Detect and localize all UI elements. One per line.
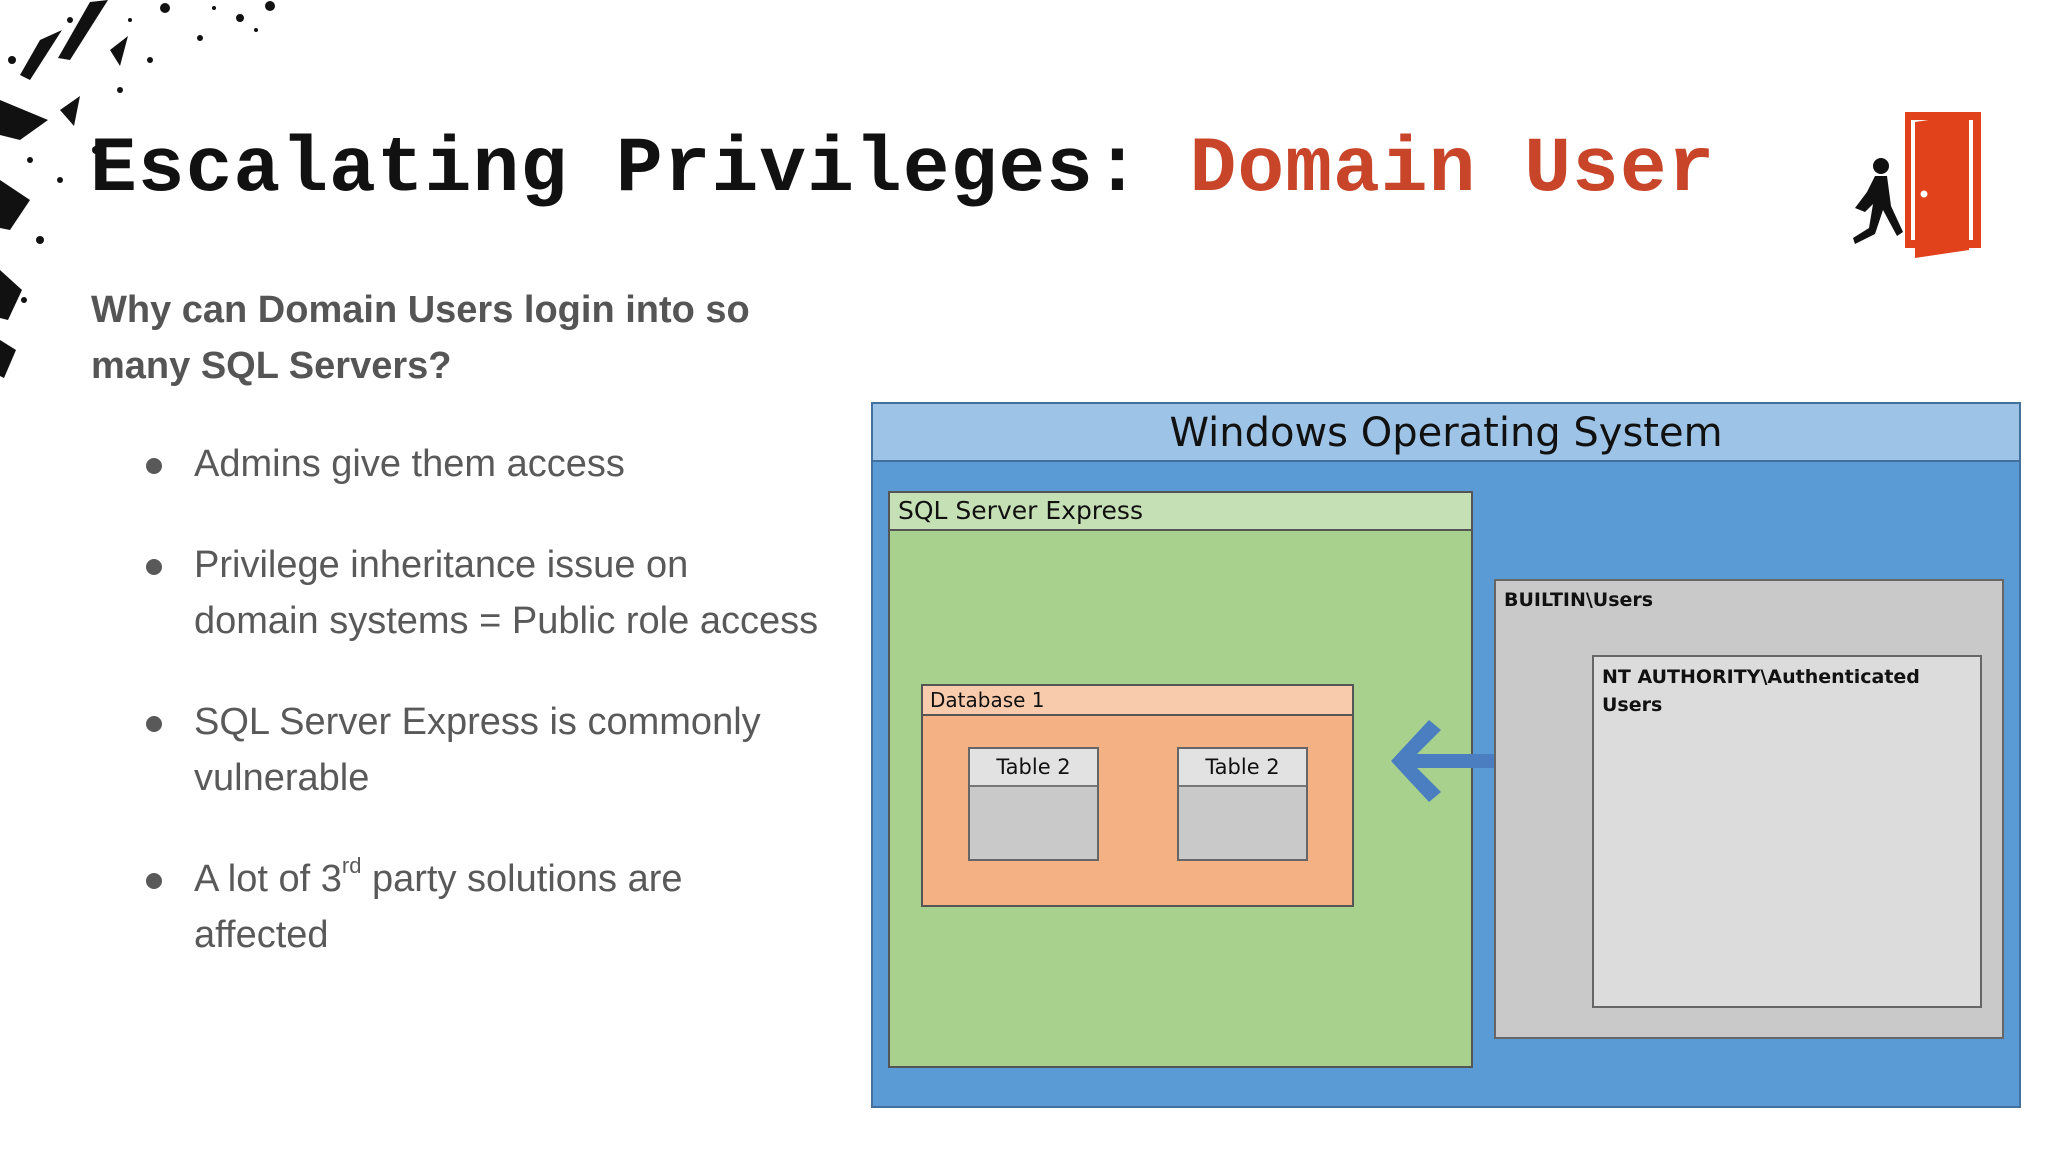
bullet-text-before: A lot of 3 <box>194 858 342 900</box>
database-box: Database 1 Table 2 Table 2 <box>921 684 1354 907</box>
bullet-dot-icon <box>146 873 162 889</box>
bullet-text: Privilege inheritance issue on domain sy… <box>194 544 819 642</box>
paint-splatter-decoration <box>0 0 275 378</box>
windows-os-title: Windows Operating System <box>873 404 2019 462</box>
authenticated-users-label: NT AUTHORITY\Authenticated Users <box>1602 666 1920 716</box>
bullet-dot-icon <box>146 458 162 474</box>
bullet-item: Privilege inheritance issue on domain sy… <box>140 537 820 649</box>
bullet-dot-icon <box>146 559 162 575</box>
builtin-users-box: BUILTIN\Users NT AUTHORITY\Authenticated… <box>1494 579 2004 1039</box>
bullet-item: Admins give them access <box>140 436 820 492</box>
bullet-item: SQL Server Express is commonly vulnerabl… <box>140 694 820 806</box>
table-title: Table 2 <box>1179 749 1306 787</box>
windows-os-box: Windows Operating System SQL Server Expr… <box>871 402 2021 1108</box>
person-exiting-door-icon <box>1853 112 1981 258</box>
question-text: Why can Domain Users login into so many … <box>91 289 750 387</box>
bullet-list: Admins give them access Privilege inheri… <box>140 436 820 1008</box>
bullet-superscript: rd <box>341 853 362 879</box>
title-accent: Domain User <box>1189 126 1716 214</box>
builtin-users-label: BUILTIN\Users <box>1504 589 1654 611</box>
bullet-text-after: party solutions are affected <box>194 858 683 956</box>
sql-server-express-box: SQL Server Express Database 1 Table 2 Ta… <box>888 491 1473 1068</box>
bullet-item: A lot of 3rd party solutions are affecte… <box>140 851 820 963</box>
bullet-dot-icon <box>146 716 162 732</box>
bullet-text: SQL Server Express is commonly vulnerabl… <box>194 701 761 799</box>
table-title: Table 2 <box>970 749 1097 787</box>
table-box: Table 2 <box>1177 747 1308 861</box>
slide-title: Escalating Privileges: Domain User <box>90 120 1715 220</box>
sql-server-express-title: SQL Server Express <box>890 493 1471 531</box>
bullet-text: Admins give them access <box>194 443 625 485</box>
title-main: Escalating Privileges: <box>90 126 1190 214</box>
authenticated-users-box: NT AUTHORITY\Authenticated Users <box>1592 655 1982 1008</box>
database-title: Database 1 <box>923 686 1352 716</box>
left-arrow-icon <box>1391 720 1499 802</box>
table-box: Table 2 <box>968 747 1099 861</box>
